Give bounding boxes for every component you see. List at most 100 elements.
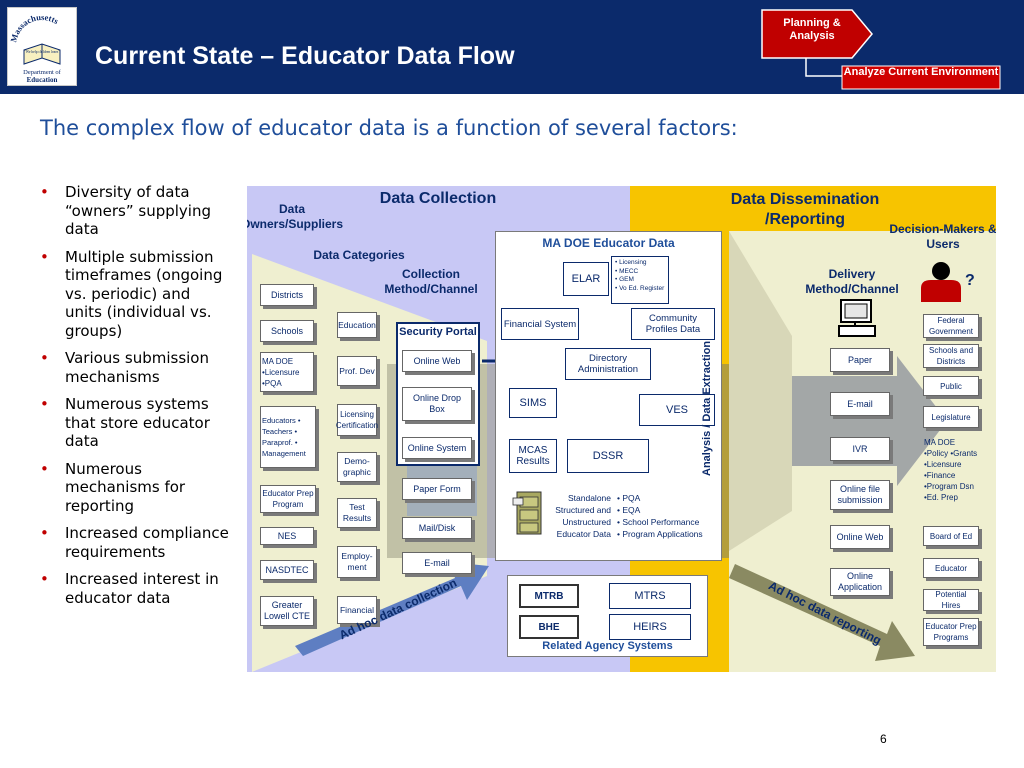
computer-icon [838, 299, 876, 337]
nav-planning-label: Planning & Analysis [783, 17, 841, 42]
user-schools-districts: Schools and Districts [923, 344, 979, 368]
owner-districts: Districts [260, 284, 314, 306]
delivery-online-web: Online Web [830, 525, 890, 549]
slide-subtitle: The complex flow of educator data is a f… [40, 116, 738, 140]
elar-item: • Vo Ed. Register [615, 284, 665, 292]
owner-educators: Educators • Teachers • Paraprof. • Manag… [260, 406, 316, 468]
bullet-item: Numerous systems that store educator dat… [40, 395, 230, 451]
navigation-breadcrumb: Planning & Analysis Analyze Current Envi… [761, 9, 1001, 90]
security-portal-label: Security Portal [399, 326, 477, 338]
user-educator: Educator [923, 558, 979, 578]
user-educator-prep-programs: Educator Prep Programs [923, 618, 979, 646]
category-licensing: Licensing Certification [336, 404, 378, 436]
user-person-icon [921, 262, 961, 302]
system-financial: Financial System [501, 308, 579, 340]
legend-type-line: Educator Data [556, 529, 611, 539]
system-heirs: HEIRS [609, 614, 691, 640]
agency-bhe: BHE [519, 615, 579, 639]
system-community-profiles: Community Profiles Data [631, 308, 715, 340]
logo-education-text: Education [27, 76, 58, 84]
standalone-data-items: • PQA • EQA • School Performance • Progr… [617, 492, 719, 540]
owner-nes: NES [260, 527, 314, 545]
page-number: 6 [880, 732, 887, 746]
owner-ma-doe: MA DOE •Licensure •PQA [260, 352, 314, 392]
user-public: Public [923, 376, 979, 396]
system-ves: VES [639, 394, 715, 426]
channel-online-drop-box: Online Drop Box [402, 387, 472, 421]
bullet-item: Diversity of data “owners” supplying dat… [40, 183, 230, 239]
category-employment: Employ-ment [337, 546, 377, 578]
elar-subsystems-list: • Licensing • MECC • GEM • Vo Ed. Regist… [611, 256, 669, 304]
system-sims: SIMS [509, 388, 557, 418]
delivery-ivr: IVR [830, 437, 890, 461]
planning-chevron[interactable] [761, 9, 873, 59]
category-financial: Financial [337, 596, 377, 624]
category-test-results: Test Results [337, 498, 377, 528]
channel-online-web: Online Web [402, 350, 472, 372]
category-prof-dev: Prof. Dev [337, 356, 377, 386]
related-agency-label: Related Agency Systems [542, 640, 673, 652]
user-federal-government: Federal Government [923, 314, 979, 338]
owners-suppliers-label: Data Owners/Suppliers [247, 202, 344, 231]
system-directory-administration: Directory Administration [565, 348, 651, 380]
legend-type-line: Structured and [555, 505, 611, 515]
system-mcas-results: MCAS Results [509, 439, 557, 473]
owner-schools: Schools [260, 320, 314, 342]
delivery-online-application: Online Application [830, 568, 890, 596]
logo-book-text: "We help children learn" [24, 50, 60, 54]
legend-item: • School Performance [617, 517, 700, 527]
bullet-item: Multiple submission timeframes (ongoing … [40, 248, 230, 341]
elar-item: • GEM [615, 276, 634, 283]
agency-mtrb: MTRB [519, 584, 579, 608]
bullet-item: Increased compliance requirements [40, 524, 230, 561]
data-categories-label: Data Categories [313, 248, 405, 262]
decision-makers-label: Decision-Makers & Users [889, 222, 996, 251]
channel-online-system: Online System [402, 437, 472, 459]
owner-nasdtec: NASDTEC [260, 560, 314, 580]
delivery-method-label: Delivery Method/Channel [805, 267, 899, 296]
logo-arc-text: Massachusetts [8, 12, 61, 43]
data-collection-heading: Data Collection [379, 190, 497, 207]
system-dssr: DSSR [567, 439, 649, 473]
category-education: Education [337, 312, 377, 338]
channel-email: E-mail [402, 552, 472, 574]
user-potential-hires: Potential Hires [923, 589, 979, 611]
nav-current-label: Analyze Current Environment [843, 66, 999, 78]
collection-method-label: Collection Method/Channel [384, 267, 478, 296]
massachusetts-doe-logo: Massachusetts "We help children learn" D… [7, 7, 77, 86]
logo-dept-text: Department of [23, 69, 62, 76]
legend-type-line: Unstructured [562, 517, 611, 527]
data-dissemination-heading: Data Dissemination /Reporting [730, 191, 880, 228]
bullet-item: Numerous mechanisms for reporting [40, 460, 230, 516]
svg-text:Massachusetts: Massachusetts [8, 12, 61, 43]
page-title: Current State – Educator Data Flow [95, 42, 515, 70]
elar-item: • Licensing [615, 259, 647, 266]
logo-graphic: Massachusetts "We help children learn" D… [8, 12, 62, 84]
bullet-item: Increased interest in educator data [40, 570, 230, 607]
channel-mail-disk: Mail/Disk [402, 517, 472, 539]
analysis-extraction-label: Analysis / Data Extraction [701, 340, 713, 476]
elar-item: • MECC [615, 267, 639, 275]
legend-type-line: Standalone [567, 493, 611, 503]
channel-paper-form: Paper Form [402, 478, 472, 500]
delivery-paper: Paper [830, 348, 890, 372]
legend-item: • EQA [617, 505, 641, 515]
delivery-email: E-mail [830, 392, 890, 416]
category-demographic: Demo-graphic [337, 452, 377, 482]
question-mark-icon: ? [965, 272, 975, 289]
system-mtrs: MTRS [609, 583, 691, 609]
user-board-of-ed: Board of Ed [923, 526, 979, 546]
standalone-data-legend: Standalone Structured and Unstructured E… [549, 492, 611, 540]
system-elar: ELAR [563, 262, 609, 296]
user-legislature: Legislature [923, 406, 979, 428]
analyze-environment-tab[interactable] [841, 65, 1001, 90]
legend-item: • PQA [617, 493, 641, 503]
factor-bullet-list: Diversity of data “owners” supplying dat… [40, 183, 230, 616]
bullet-item: Various submission mechanisms [40, 349, 230, 386]
owner-greater-lowell-cte: Greater Lowell CTE [260, 596, 314, 626]
educator-data-flow-diagram: Data Collection Data Dissemination /Repo… [247, 186, 996, 672]
filing-cabinet-icon [512, 491, 542, 535]
user-ma-doe: MA DOE •Policy •Grants •Licensure •Finan… [924, 438, 978, 502]
doe-data-title: MA DOE Educator Data [542, 236, 675, 250]
owner-educator-prep: Educator Prep Program [260, 485, 316, 513]
